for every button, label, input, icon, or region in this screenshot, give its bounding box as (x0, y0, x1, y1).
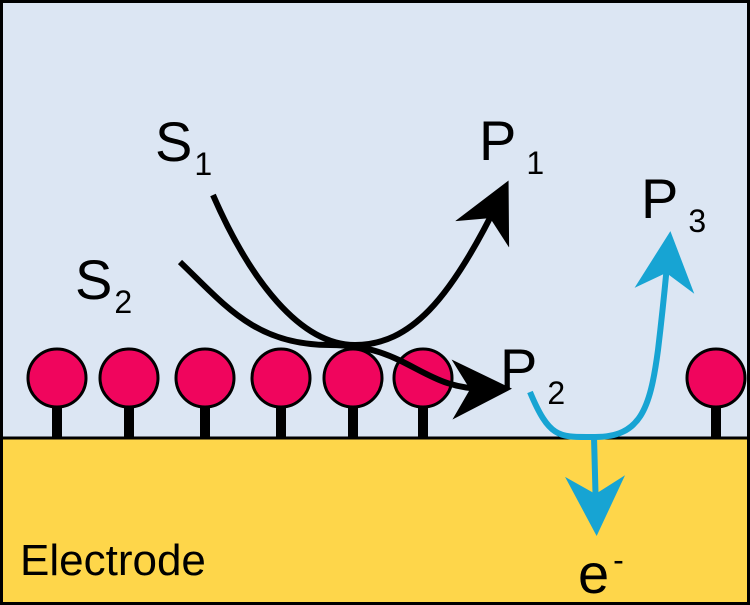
catalyst-molecule-icon (250, 347, 312, 438)
label-s1: S1 (155, 110, 212, 182)
pathway-electron-out (565, 436, 626, 536)
pathway-p2-to-p3 (527, 231, 695, 441)
pathway-s2-to-p2 (177, 259, 512, 420)
catalyst-molecule-icon (685, 347, 747, 438)
label-electron: e- (578, 542, 624, 605)
catalyst-molecule-icon (26, 347, 88, 438)
catalyst-molecule-icon (98, 347, 160, 438)
label-electrode: Electrode (20, 536, 206, 585)
label-s2: S2 (75, 248, 132, 320)
catalyst-molecule-icon (174, 347, 236, 438)
